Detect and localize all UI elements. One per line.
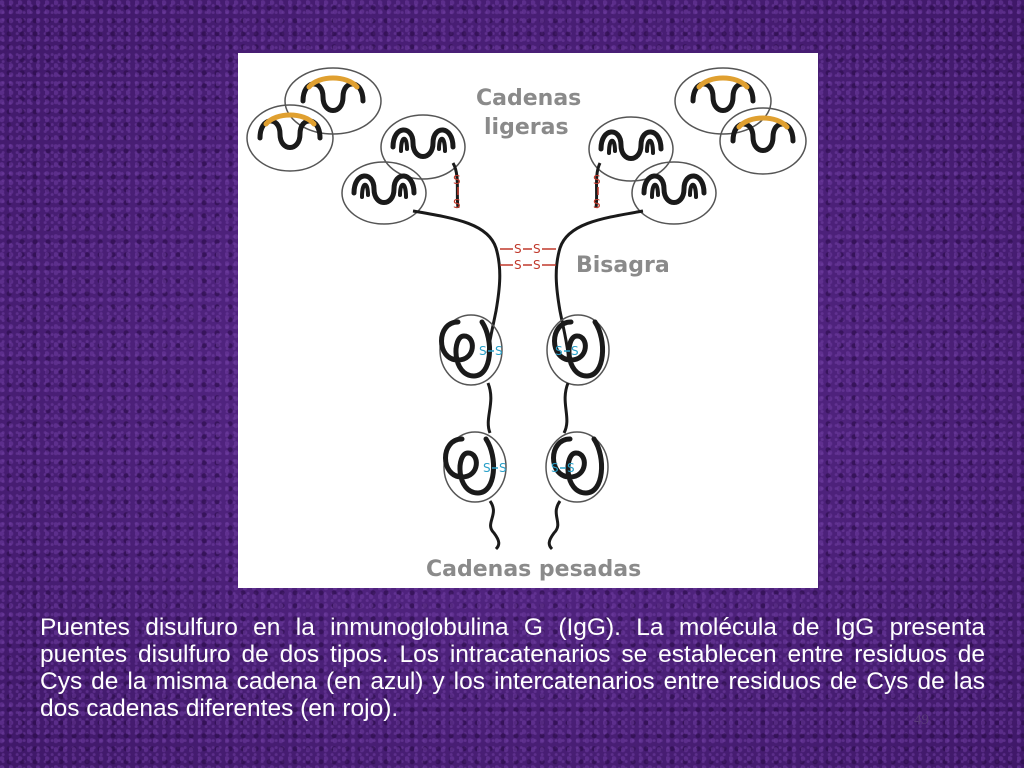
svg-text:S: S xyxy=(514,258,522,272)
svg-text:S: S xyxy=(479,344,487,358)
heavy-chains-label: Cadenas pesadas xyxy=(426,557,641,582)
svg-text:S: S xyxy=(495,344,503,358)
svg-text:S: S xyxy=(567,461,575,475)
svg-text:S: S xyxy=(555,344,563,358)
slide-number: 49 xyxy=(914,712,929,729)
svg-text:S: S xyxy=(533,258,541,272)
svg-text:S: S xyxy=(514,242,522,256)
svg-text:S: S xyxy=(533,242,541,256)
svg-text:S: S xyxy=(551,461,559,475)
igg-diagram: S S S S S S S S xyxy=(238,53,818,588)
left-arm xyxy=(247,68,500,353)
light-chains-label-line1: Cadenas xyxy=(476,86,581,111)
svg-text:S: S xyxy=(453,173,461,187)
svg-text:S: S xyxy=(593,197,601,211)
light-chains-label-line2: ligeras xyxy=(484,115,569,140)
svg-text:S: S xyxy=(571,344,579,358)
svg-text:S: S xyxy=(453,197,461,211)
figure-caption: Puentes disulfuro en la inmunoglobulina … xyxy=(40,614,985,722)
svg-text:S: S xyxy=(499,461,507,475)
fc-region xyxy=(440,315,609,549)
svg-text:S: S xyxy=(483,461,491,475)
svg-text:S: S xyxy=(593,173,601,187)
hinge-label: Bisagra xyxy=(576,253,670,278)
